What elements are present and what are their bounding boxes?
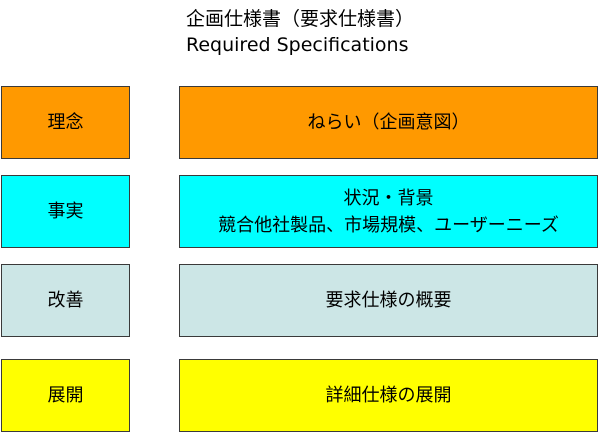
diagram-title: 企画仕様書（要求仕様書） Required Specifications (186, 6, 516, 58)
category-label: 事実 (47, 201, 84, 222)
detail-text: 詳細仕様の展開 (325, 385, 452, 406)
detail-subtext: 競合他社製品、市場規模、ユーザーニーズ (218, 214, 559, 236)
detail-box-rinen: ねらい（企画意図） (179, 86, 598, 159)
category-box-tenkai: 展開 (1, 359, 130, 432)
category-label: 改善 (47, 290, 84, 311)
detail-text: 状況・背景 (343, 187, 434, 209)
title-japanese: 企画仕様書（要求仕様書） (186, 8, 415, 30)
category-box-rinen: 理念 (1, 86, 130, 159)
category-label: 展開 (47, 385, 84, 406)
category-box-kaizen: 改善 (1, 264, 130, 337)
detail-text: ねらい（企画意図） (307, 112, 470, 133)
category-label: 理念 (47, 112, 84, 133)
title-english: Required Specifications (186, 34, 409, 56)
category-box-jijitsu: 事実 (1, 175, 130, 248)
detail-box-kaizen: 要求仕様の概要 (179, 264, 598, 337)
detail-box-jijitsu: 状況・背景 競合他社製品、市場規模、ユーザーニーズ (179, 175, 598, 248)
detail-text: 要求仕様の概要 (325, 290, 452, 311)
detail-box-tenkai: 詳細仕様の展開 (179, 359, 598, 432)
